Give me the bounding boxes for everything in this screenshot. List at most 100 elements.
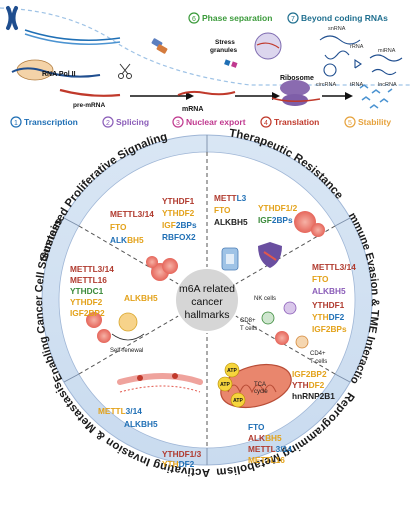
- molecule-suffix: 2BPs: [272, 215, 293, 225]
- molecule-prefix: FTO: [214, 205, 231, 215]
- atp-label-1: ATP: [227, 368, 237, 374]
- molecule-suffix: DF2: [309, 380, 325, 390]
- molecule-prefix: ALKBH5: [312, 286, 346, 296]
- stress-granule-icon: [254, 32, 282, 60]
- stress-granules-label-1: Stress: [215, 39, 235, 46]
- step-5-number: 5: [348, 120, 352, 127]
- nuclear-pore-icon: [151, 38, 168, 54]
- step-7-label: Beyond coding RNAs: [301, 13, 388, 23]
- scissors-icon: [118, 63, 132, 79]
- molecule-suffix: 3/14: [276, 444, 293, 454]
- molecule-suffix: BH5: [127, 235, 144, 245]
- molecule-therapeutic-col2-1: IGF2BPs: [258, 215, 293, 225]
- molecule-suffix: DF2: [329, 312, 345, 322]
- molecule-prefix: ALK: [248, 433, 265, 443]
- snrna-label: snRNA: [328, 26, 346, 32]
- molecule-prefix: METTL: [312, 262, 340, 272]
- molecule-immune-col1-2: ALKBH5: [312, 286, 346, 296]
- molecule-metabolism-col1-1: YTHDF2: [292, 380, 325, 390]
- molecule-prefix: YTHDF1: [162, 196, 195, 206]
- molecule-prefix: YTH: [312, 312, 329, 322]
- molecule-prefix: METTL: [98, 406, 126, 416]
- center-hub: [174, 267, 240, 333]
- blood-vessel-icon: [117, 373, 203, 393]
- molecule-prefix: IGF2BPs: [312, 324, 347, 334]
- molecule-stemness-col1-5: ALKBH5: [124, 293, 158, 303]
- step-2-badge: [102, 116, 114, 128]
- pre-mrna-label: pre-mRNA: [73, 102, 105, 109]
- molecule-invasion-col1-2: YTHDF1/3: [162, 449, 202, 459]
- drug-bag-icon: [221, 247, 239, 271]
- molecule-stemness-col1-2: YTHDC1: [70, 286, 104, 296]
- molecule-immune-col1-3: YTHDF1: [312, 300, 345, 310]
- chromosome-icon: [6, 6, 18, 30]
- self-renewal-cell-icon: [111, 312, 145, 341]
- cd8-label-1: CD8+: [240, 318, 256, 324]
- cd4-label-2: T cells: [310, 359, 327, 365]
- molecule-prefix: METTL: [70, 264, 98, 274]
- molecule-sustained-col2-1: YTHDF2: [162, 208, 195, 218]
- rna-pol-label: RNA Pol II: [42, 71, 76, 78]
- molecule-prefix: YTHDF1/3: [162, 449, 202, 459]
- step-3-number: 3: [176, 120, 180, 127]
- center-line-1: m6A related: [179, 283, 235, 295]
- molecule-immune-col1-5: IGF2BPs: [312, 324, 347, 334]
- mrna-strand: [177, 90, 236, 96]
- molecule-immune-col1-0: METTL3/14: [312, 262, 356, 272]
- molecule-prefix: METTL: [248, 444, 276, 454]
- tumor-cluster-icon: [146, 256, 178, 281]
- center-line-2: cancer: [191, 296, 223, 308]
- molecule-prefix: METTL16: [248, 455, 285, 465]
- molecule-prefix: YTH: [162, 459, 179, 469]
- molecule-prefix: YTHDF2: [70, 297, 103, 307]
- molecule-prefix: FTO: [110, 222, 127, 232]
- molecule-suffix: 3/14: [340, 262, 357, 272]
- molecule-prefix: ALK: [110, 235, 127, 245]
- molecule-metabolism-col2-2: METTL3/14: [248, 444, 292, 454]
- cd4-label-1: CD4+: [310, 351, 326, 357]
- molecule-sustained-col2-3: RBFOX2: [162, 232, 196, 242]
- molecule-suffix: 3/14: [98, 264, 115, 274]
- step-6-badge: [188, 12, 200, 24]
- dna-strand: [24, 29, 121, 41]
- step-7-number: 7: [291, 16, 295, 23]
- molecule-prefix: IGF: [258, 215, 272, 225]
- resistant-cell-icon: [294, 211, 325, 237]
- center-line-3: hallmarks: [185, 309, 230, 321]
- atp-label-2: ATP: [220, 382, 230, 388]
- molecule-therapeutic-col1-0: METTL3: [214, 193, 247, 203]
- molecule-prefix: FTO: [312, 274, 329, 284]
- molecule-prefix: YTHDC1: [70, 286, 104, 296]
- molecule-prefix: YTHDF2: [162, 208, 195, 218]
- molecule-suffix: 2BPs: [176, 220, 197, 230]
- molecule-metabolism-col2-1: ALKBH5: [248, 433, 282, 443]
- step-1-number: 1: [14, 120, 18, 127]
- tca-label-1: TCA: [254, 382, 266, 388]
- molecule-stemness-col1-1: METTL16: [70, 275, 107, 285]
- stem-cell-cluster-icon: [86, 312, 111, 343]
- molecule-stemness-col1-4: IGF2BP2: [70, 308, 105, 318]
- step-4-label: Translation: [274, 117, 319, 127]
- cd8-label-2: T cells: [240, 326, 257, 332]
- molecule-sustained-col1-2: ALKBH5: [110, 235, 144, 245]
- immune-cell-icons: [261, 301, 309, 349]
- step-2-label: Splicing: [116, 117, 149, 127]
- molecule-therapeutic-col1-1: FTO: [214, 205, 231, 215]
- self-renewal-label: Self-renewal: [110, 348, 143, 354]
- atp-badges: [217, 362, 246, 408]
- step-6-label: Phase separation: [202, 13, 272, 23]
- step-5-label: Stability: [358, 117, 391, 127]
- atp-label-3: ATP: [233, 398, 243, 404]
- molecule-prefix: RBFOX2: [162, 232, 196, 242]
- molecule-suffix: BH5: [265, 433, 282, 443]
- molecule-suffix: 16: [98, 275, 108, 285]
- molecule-stemness-col1-3: YTHDF2: [70, 297, 103, 307]
- molecule-prefix: YTHDF1: [312, 300, 345, 310]
- step-3-badge: [172, 116, 184, 128]
- molecule-sustained-col2-2: IGF2BPs: [162, 220, 197, 230]
- step-1-label: Transcription: [24, 117, 78, 127]
- molecule-prefix: IGF: [162, 220, 176, 230]
- molecule-metabolism-col1-0: IGF2BP2: [292, 369, 327, 379]
- molecule-prefix: ALKBH5: [124, 419, 158, 429]
